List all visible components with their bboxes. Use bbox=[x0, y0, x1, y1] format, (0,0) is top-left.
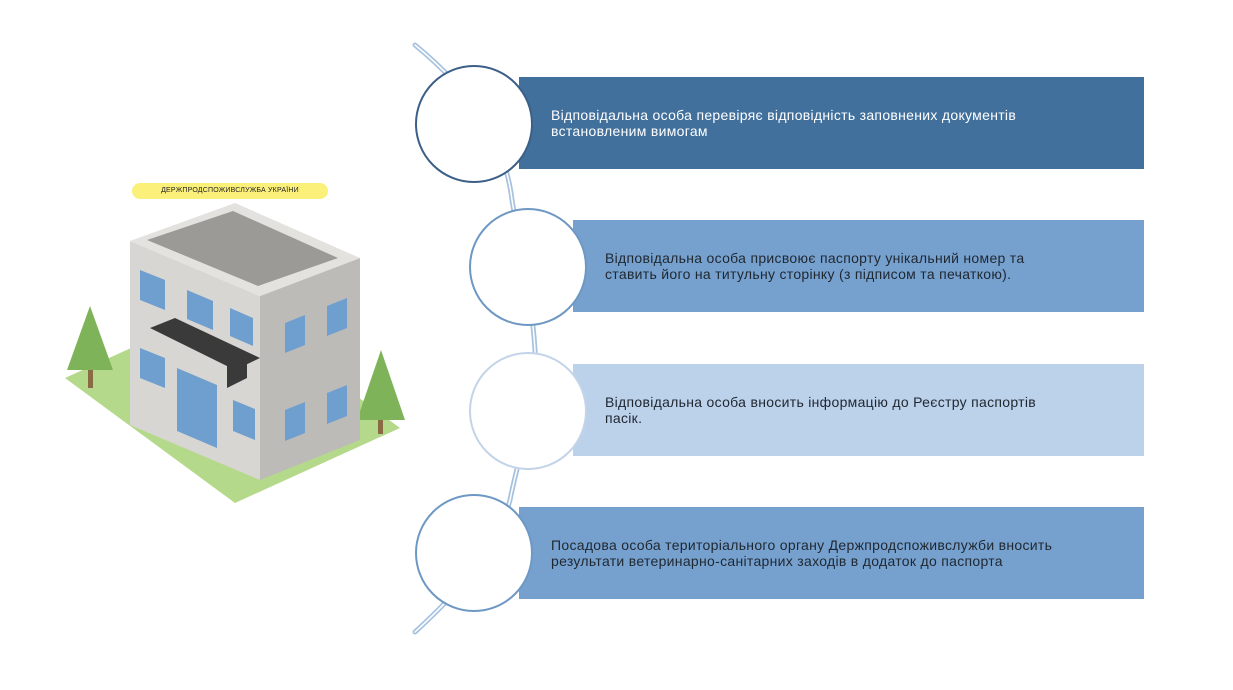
step-1-text: Відповідальна особа перевіряє відповідні… bbox=[551, 107, 1017, 139]
front-windows bbox=[140, 270, 255, 448]
step-3-text: Відповідальна особа вносить інформацію д… bbox=[605, 394, 1036, 426]
step-1-bar: Відповідальна особа перевіряє відповідні… bbox=[519, 77, 1144, 169]
step-3-bar: Відповідальна особа вносить інформацію д… bbox=[573, 364, 1144, 456]
step-4-bar: Посадова особа територіального органу Де… bbox=[519, 507, 1144, 599]
step-2-node bbox=[469, 208, 587, 326]
entrance-awning bbox=[150, 318, 260, 370]
step-4-node bbox=[415, 494, 533, 612]
tree-icon-left bbox=[67, 306, 113, 388]
tree-icon-right bbox=[357, 350, 405, 434]
side-windows bbox=[285, 298, 347, 441]
agency-sign: ДЕРЖПРОДСПОЖИВСЛУЖБА УКРАЇНИ bbox=[132, 183, 328, 199]
step-3-node bbox=[469, 352, 587, 470]
step-2-bar: Відповідальна особа присвоює паспорту ун… bbox=[573, 220, 1144, 312]
step-2-text: Відповідальна особа присвоює паспорту ун… bbox=[605, 250, 1025, 282]
step-1-node bbox=[415, 65, 533, 183]
government-building-illustration bbox=[65, 203, 405, 503]
step-4-text: Посадова особа територіального органу Де… bbox=[551, 537, 1053, 569]
